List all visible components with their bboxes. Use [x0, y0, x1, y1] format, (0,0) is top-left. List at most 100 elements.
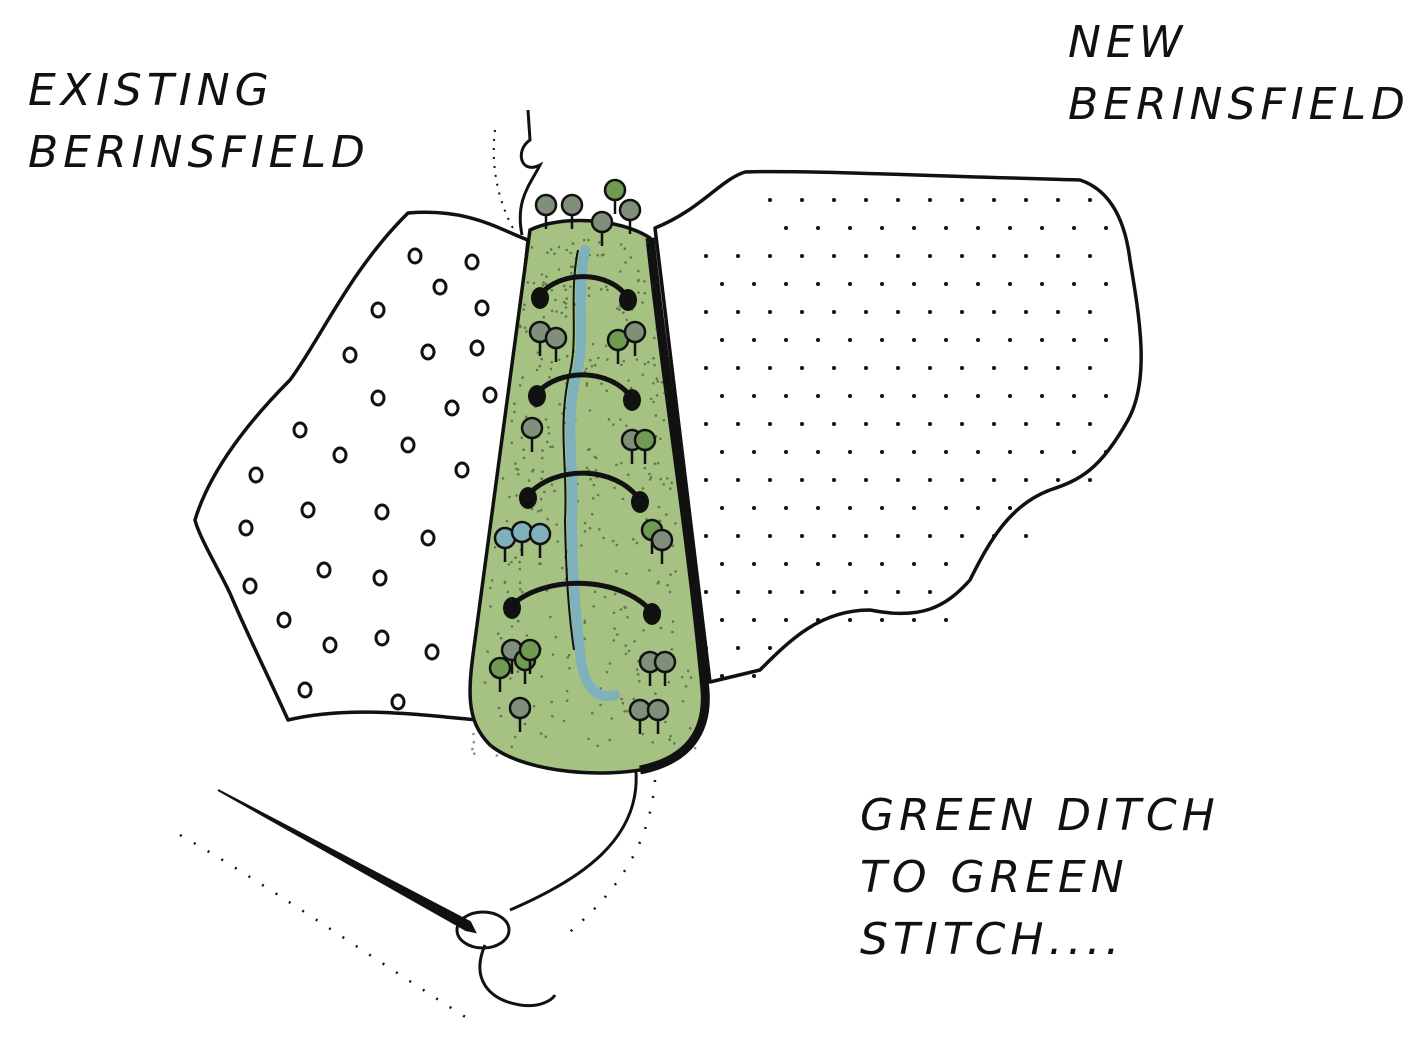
stipple-dot	[555, 310, 558, 313]
new-dot	[784, 226, 788, 230]
stipple-dot	[616, 544, 619, 547]
new-dot	[928, 590, 932, 594]
stipple-dot	[506, 520, 509, 523]
stipple-dot	[489, 744, 492, 747]
stipple-dot	[653, 364, 656, 367]
stipple-dot	[565, 297, 568, 300]
stipple-dot	[472, 733, 475, 736]
new-dot	[1088, 310, 1092, 314]
new-dot	[960, 534, 964, 538]
new-dot	[960, 198, 964, 202]
stipple-dot	[669, 735, 672, 738]
new-dot	[1072, 450, 1076, 454]
stipple-dot	[511, 420, 514, 423]
stipple-dot	[598, 241, 601, 244]
new-dot	[1056, 198, 1060, 202]
stipple-dot	[563, 285, 566, 288]
stipple-dot	[550, 701, 553, 704]
existing-circle	[299, 683, 311, 697]
stipple-dot	[652, 357, 655, 360]
new-dot	[720, 394, 724, 398]
new-dot	[944, 226, 948, 230]
new-dot	[1024, 422, 1028, 426]
new-dot	[1008, 394, 1012, 398]
stipple-dot	[620, 364, 623, 367]
stipple-dot	[625, 653, 628, 656]
new-dot	[832, 478, 836, 482]
stipple-dot	[494, 546, 497, 549]
stipple-dot	[652, 382, 655, 385]
tree-crown	[562, 195, 582, 215]
stipple-dot	[594, 456, 597, 459]
stipple-dot	[626, 616, 629, 619]
stipple-dot	[541, 457, 544, 460]
new-dot	[912, 562, 916, 566]
new-dot	[928, 254, 932, 258]
stipple-dot	[674, 570, 677, 573]
stipple-dot	[572, 266, 575, 269]
new-dot	[928, 534, 932, 538]
new-dot	[880, 450, 884, 454]
stipple-dot	[584, 530, 587, 533]
new-dot	[768, 478, 772, 482]
stipple-dot	[563, 720, 566, 723]
stipple-dot	[491, 579, 494, 582]
new-dot	[896, 198, 900, 202]
stipple-dot	[620, 462, 623, 465]
new-dot	[960, 254, 964, 258]
new-dot	[960, 478, 964, 482]
new-region-dot-pattern	[704, 198, 1108, 678]
stipple-dot	[551, 309, 554, 312]
new-dot	[1008, 226, 1012, 230]
existing-circle	[318, 563, 330, 577]
stipple-dot	[592, 605, 595, 608]
stipple-dot	[527, 281, 530, 284]
new-dot	[848, 226, 852, 230]
new-dot	[976, 394, 980, 398]
tree-crown	[520, 640, 540, 660]
stipple-dot	[513, 411, 516, 414]
stipple-dot	[591, 513, 594, 516]
new-dot	[1024, 366, 1028, 370]
existing-berinsfield-label: EXISTING BERINSFIELD	[28, 60, 368, 184]
new-berinsfield-region	[655, 172, 1141, 682]
stipple-dot	[498, 707, 501, 710]
stipple-dot	[669, 487, 672, 490]
stipple-dot	[624, 247, 627, 250]
stipple-dot	[593, 484, 596, 487]
new-dot	[816, 282, 820, 286]
new-dot	[1072, 338, 1076, 342]
stipple-dot	[612, 540, 615, 543]
stipple-dot	[584, 522, 587, 525]
existing-circle	[250, 468, 262, 482]
new-dot	[992, 310, 996, 314]
stipple-dot	[666, 584, 669, 587]
new-dot	[896, 366, 900, 370]
new-dot	[704, 366, 708, 370]
new-dot	[736, 478, 740, 482]
stipple-dot	[561, 312, 564, 315]
stipple-dot	[650, 398, 653, 401]
stipple-dot	[518, 561, 521, 564]
stipple-dot	[570, 272, 573, 275]
new-label-text: NEW BERINSFIELD	[1068, 17, 1410, 130]
stipple-dot	[605, 389, 608, 392]
new-dot	[800, 310, 804, 314]
stipple-dot	[595, 469, 598, 472]
stipple-dot	[541, 449, 544, 452]
new-dot	[768, 198, 772, 202]
stipple-dot	[689, 727, 692, 730]
stipple-dot	[539, 365, 542, 368]
stipple-dot	[504, 581, 507, 584]
stipple-dot	[473, 752, 476, 755]
existing-circle	[422, 531, 434, 545]
tree-crown	[625, 322, 645, 342]
new-dot	[800, 254, 804, 258]
new-dot	[896, 310, 900, 314]
new-dot	[848, 450, 852, 454]
new-dot	[832, 198, 836, 202]
stipple-dot	[548, 376, 551, 379]
stipple-dot	[566, 690, 569, 693]
new-dot	[944, 506, 948, 510]
stipple-dot	[589, 478, 592, 481]
